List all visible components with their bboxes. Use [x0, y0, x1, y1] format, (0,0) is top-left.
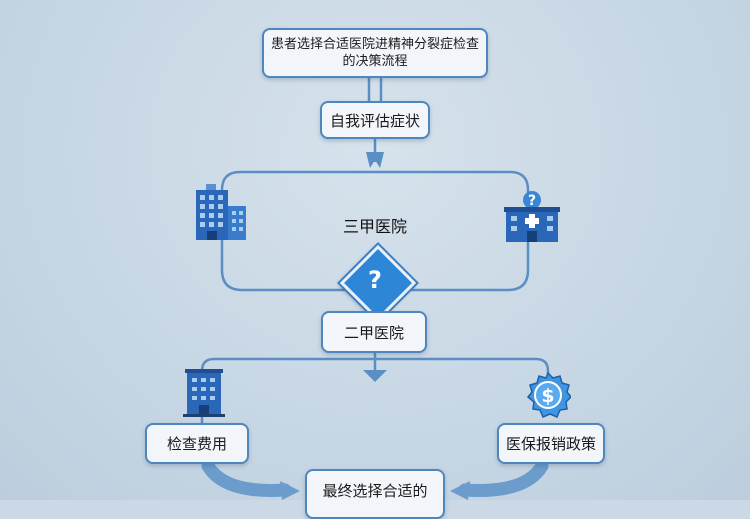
level2-arrow-head [363, 370, 387, 382]
node-insurance-policy: 医保报销政策 [497, 423, 605, 464]
split-arrow-mark [366, 152, 384, 168]
svg-text:?: ? [528, 193, 536, 209]
curve-cost-final [201, 459, 292, 497]
node-assess-symptoms: 自我评估症状 [320, 101, 430, 139]
question-diamond-icon: ? [368, 266, 382, 294]
curve-insure-final-head [450, 481, 470, 500]
dollar-badge-icon: $ [526, 372, 571, 418]
curve-insure-final [458, 459, 549, 497]
hospital-cross-icon: ? [504, 191, 560, 242]
node-final-choice: 最终选择合适的 [305, 469, 445, 519]
node-level2-hospital: 二甲医院 [321, 311, 427, 353]
connector-to-insurance [375, 357, 550, 392]
building-icon [183, 369, 225, 417]
diagram-title: 患者选择合适医院进精神分裂症检查的决策流程 [262, 28, 488, 78]
node-exam-cost: 检查费用 [145, 423, 249, 464]
connector-to-cost [200, 357, 375, 423]
node-level3-hospital: 三甲医院 [342, 217, 407, 236]
hospital-building-icon [196, 184, 246, 240]
curve-cost-final-head [280, 481, 300, 500]
svg-text:$: $ [541, 385, 554, 407]
